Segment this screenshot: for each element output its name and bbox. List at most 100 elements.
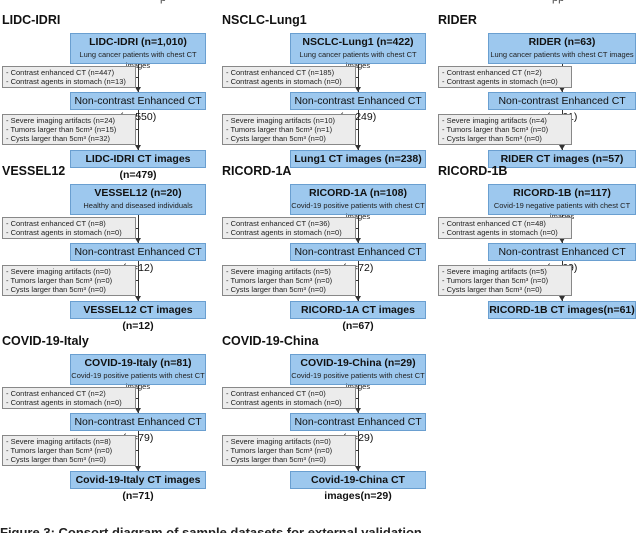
- exclusion-artifacts: - Severe imaging artifacts (n=5): [442, 267, 547, 276]
- source-dataset-label: RICORD-1B (n=117): [513, 187, 611, 199]
- exclusion-tumors: - Tumors larger than 5cm³ (n=0): [6, 276, 113, 285]
- exclusion-count: (n=2): [524, 68, 542, 77]
- exclusion-tumors: - Tumors larger than 5cm³ (n=1): [226, 125, 333, 134]
- exclusion-label: Cysts larger than 5cm³: [446, 285, 523, 294]
- exclusion-label: Contrast agents in stomach: [10, 228, 102, 237]
- exclusion-contrast-enhanced: - Contrast enhanced CT (n=2): [6, 389, 106, 398]
- exclusion-label: Cysts larger than 5cm³: [10, 285, 87, 294]
- source-dataset-description: Lung cancer patients with chest CT image…: [79, 50, 197, 70]
- exclusion-stomach-contrast: - Contrast agents in stomach (n=0): [226, 228, 342, 237]
- exclusion-count: (n=0): [314, 276, 333, 285]
- cropped-header-strip: p pp: [0, 0, 640, 4]
- exclusion-count: (n=0): [539, 228, 558, 237]
- exclusion-label: Tumors larger than 5cm³: [10, 446, 93, 455]
- exclusion-stomach-contrast: - Contrast agents in stomach (n=0): [226, 77, 342, 86]
- exclusion-count: (n=5): [529, 267, 547, 276]
- non-contrast-box: Non-contrast Enhanced CT (n=550): [70, 92, 206, 123]
- source-dataset-box: COVID-19-Italy (n=81)Covid-19 positive p…: [70, 354, 206, 391]
- panel-title: LIDC-IDRI: [2, 13, 61, 27]
- final-images-box: RICORD-1A CT images (n=67): [290, 301, 426, 332]
- source-dataset-label: VESSEL12 (n=20): [94, 187, 182, 199]
- exclusion-count: (n=32): [88, 134, 111, 143]
- source-dataset-description: Healthy and diseased individuals: [83, 201, 193, 210]
- exclusion-label: Tumors larger than 5cm³: [446, 276, 529, 285]
- exclusion-label: Contrast enhanced CT: [10, 219, 86, 228]
- exclusion-label: Contrast enhanced CT: [10, 68, 86, 77]
- non-contrast-box: Non-contrast Enhanced CT (n=61): [488, 92, 636, 123]
- exclusion-count: (n=0): [88, 285, 106, 294]
- exclusion-label: Cysts larger than 5cm³: [230, 285, 307, 294]
- exclusion-connector: [356, 77, 358, 78]
- exclusion-box-imaging: - Severe imaging artifacts (n=8)- Tumors…: [2, 435, 136, 466]
- exclusion-box-contrast: - Contrast enhanced CT (n=0)- Contrast a…: [222, 387, 356, 409]
- source-dataset-box: RIDER (n=63)Lung cancer patients with ch…: [488, 33, 636, 64]
- exclusion-connector: [136, 450, 138, 451]
- exclusion-tumors: - Tumors larger than 5cm³ (n=15): [6, 125, 117, 134]
- non-contrast-label: Non-contrast Enhanced CT: [74, 416, 202, 428]
- arrowhead-icon: [135, 408, 141, 413]
- source-dataset-description: Covid-19 positive patients with chest CT…: [71, 371, 205, 391]
- exclusion-artifacts: - Severe imaging artifacts (n=0): [6, 267, 111, 276]
- exclusion-box-imaging: - Severe imaging artifacts (n=5)- Tumors…: [438, 265, 572, 296]
- exclusion-label: Cysts larger than 5cm³: [10, 134, 87, 143]
- exclusion-count: (n=185): [308, 68, 335, 77]
- non-contrast-label: Non-contrast Enhanced CT: [294, 95, 422, 107]
- source-dataset-description: Covid-19 positive patients with chest CT…: [291, 201, 425, 221]
- exclusion-box-contrast: - Contrast enhanced CT (n=48)- Contrast …: [438, 217, 572, 239]
- exclusion-count: (n=0): [323, 398, 342, 407]
- exclusion-box-imaging: - Severe imaging artifacts (n=0)- Tumors…: [2, 265, 136, 296]
- exclusion-count: (n=447): [88, 68, 115, 77]
- source-dataset-description: Covid-19 negative patients with chest CT…: [493, 201, 631, 221]
- exclusion-tumors: - Tumors larger than 5cm³ (n=0): [6, 446, 113, 455]
- exclusion-connector: [356, 450, 358, 451]
- exclusion-connector: [136, 129, 138, 130]
- figure-caption: Figure 3: Consort diagram of sample data…: [0, 525, 422, 533]
- exclusion-artifacts: - Severe imaging artifacts (n=24): [6, 116, 116, 125]
- arrowhead-icon: [355, 238, 361, 243]
- exclusion-count: (n=2): [88, 389, 106, 398]
- source-dataset-description: Lung cancer patients with chest CT image…: [490, 50, 634, 59]
- exclusion-label: Cysts larger than 5cm³: [446, 134, 523, 143]
- exclusion-count: (n=1): [314, 125, 333, 134]
- source-dataset-box: RICORD-1A (n=108)Covid-19 positive patie…: [290, 184, 426, 221]
- cropped-header-fragment: p: [160, 0, 166, 4]
- arrowhead-icon: [355, 87, 361, 92]
- exclusion-artifacts: - Severe imaging artifacts (n=4): [442, 116, 547, 125]
- exclusion-label: Severe imaging artifacts: [10, 116, 92, 125]
- exclusion-box-contrast: - Contrast enhanced CT (n=2)- Contrast a…: [2, 387, 136, 409]
- exclusion-count: (n=0): [313, 437, 331, 446]
- exclusion-label: Severe imaging artifacts: [10, 437, 92, 446]
- exclusion-label: Tumors larger than 5cm³: [230, 125, 313, 134]
- cropped-header-fragment: pp: [552, 0, 564, 4]
- exclusion-stomach-contrast: - Contrast agents in stomach (n=0): [6, 228, 122, 237]
- exclusion-cysts: - Cysts larger than 5cm³ (n=0): [226, 455, 326, 464]
- non-contrast-box: Non-contrast Enhanced CT (n=249): [290, 92, 426, 123]
- exclusion-label: Severe imaging artifacts: [230, 116, 312, 125]
- final-images-box: Covid-19-Italy CT images (n=71): [70, 471, 206, 502]
- exclusion-count: (n=24): [93, 116, 116, 125]
- exclusion-count: (n=0): [323, 228, 342, 237]
- exclusion-count: (n=0): [103, 398, 122, 407]
- arrowhead-icon: [135, 145, 141, 150]
- exclusion-count: (n=0): [530, 276, 549, 285]
- source-dataset-box: RICORD-1B (n=117) Covid-19 negative patie…: [488, 184, 636, 221]
- arrowhead-icon: [355, 296, 361, 301]
- exclusion-artifacts: - Severe imaging artifacts (n=5): [226, 267, 331, 276]
- exclusion-stomach-contrast: - Contrast agents in stomach (n=0): [442, 77, 558, 86]
- exclusion-connector: [136, 77, 138, 78]
- exclusion-count: (n=0): [314, 446, 333, 455]
- exclusion-box-contrast: - Contrast enhanced CT (n=8)- Contrast a…: [2, 217, 136, 239]
- exclusion-label: Cysts larger than 5cm³: [10, 455, 87, 464]
- exclusion-count: (n=13): [103, 77, 126, 86]
- source-dataset-label: COVID-19-China (n=29): [300, 357, 416, 369]
- exclusion-label: Contrast agents in stomach: [446, 77, 538, 86]
- exclusion-count: (n=0): [308, 285, 326, 294]
- exclusion-label: Contrast agents in stomach: [230, 228, 322, 237]
- exclusion-label: Severe imaging artifacts: [230, 437, 312, 446]
